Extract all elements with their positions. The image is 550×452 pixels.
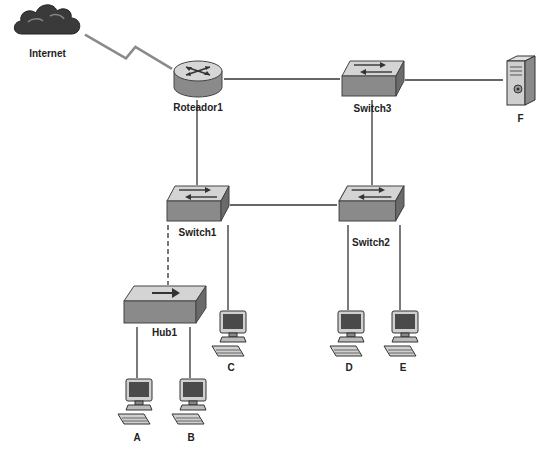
wan-link	[85, 35, 172, 69]
network-device: Internet	[10, 0, 85, 40]
network-cable	[224, 79, 340, 80]
switch-icon	[340, 60, 405, 100]
network-device: Switch3	[340, 60, 405, 100]
network-device: Roteador1	[172, 58, 224, 100]
network-cable	[405, 80, 503, 81]
device-label: C	[227, 362, 234, 374]
network-cable	[228, 225, 229, 310]
network-device: B	[170, 378, 212, 426]
computer-icon	[328, 310, 370, 358]
network-device: Switch1	[165, 185, 230, 225]
network-cable	[400, 225, 401, 310]
internet-cloud	[10, 0, 85, 40]
network-cable	[230, 205, 337, 206]
device-label: F	[517, 113, 523, 125]
switch-icon	[165, 185, 230, 225]
device-label: Switch1	[179, 227, 217, 239]
computer-icon	[382, 310, 424, 358]
computer-icon	[116, 378, 158, 426]
network-device: Switch2	[337, 185, 405, 225]
device-label: E	[400, 362, 407, 374]
device-label: B	[187, 432, 194, 444]
network-device: D	[328, 310, 370, 358]
router-icon	[172, 58, 224, 100]
computer-icon	[210, 310, 252, 358]
server-icon	[503, 55, 538, 107]
network-cable	[137, 327, 138, 378]
switch-icon	[337, 185, 405, 225]
device-label: Hub1	[152, 327, 177, 339]
device-label: D	[345, 362, 352, 374]
computer-icon	[170, 378, 212, 426]
network-device: C	[210, 310, 252, 358]
device-label: Roteador1	[173, 102, 222, 114]
device-label: Internet	[29, 48, 66, 60]
hub-icon	[122, 285, 207, 327]
network-device: Hub1	[122, 285, 207, 327]
device-label: A	[133, 432, 140, 444]
network-device: E	[382, 310, 424, 358]
network-cable	[168, 225, 169, 285]
network-cable	[348, 225, 349, 310]
network-device: A	[116, 378, 158, 426]
device-label: Switch2	[352, 237, 390, 249]
network-device: F	[503, 55, 538, 107]
device-label: Switch3	[354, 103, 392, 115]
network-cable	[190, 327, 191, 378]
